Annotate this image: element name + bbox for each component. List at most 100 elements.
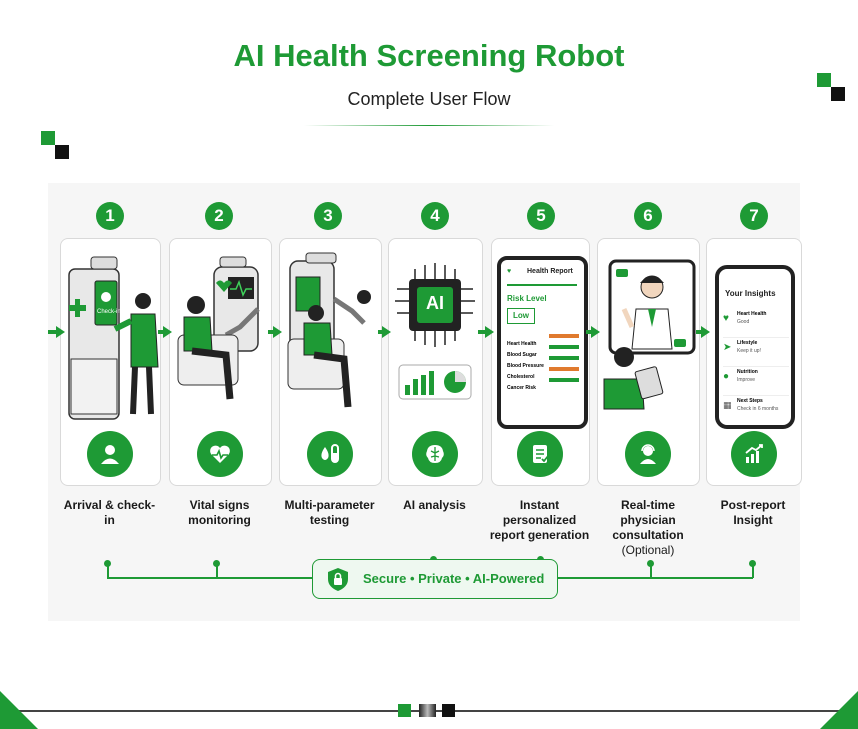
step-label-1: Arrival & check-in (63, 498, 156, 527)
timeline-tick (650, 564, 652, 578)
shield-lock-icon (328, 568, 348, 591)
report-row-bar (549, 345, 579, 349)
insight-value: Good (737, 319, 750, 325)
physician-headset-icon (625, 431, 671, 477)
timeline-line-right (556, 577, 753, 579)
user-icon (87, 431, 133, 477)
vital-signs-illustration (177, 256, 260, 400)
kiosk-screen-text: Check-in (97, 309, 121, 315)
insight-value: Keep it up! (737, 348, 761, 354)
flow-arrow (273, 326, 282, 338)
decor-corner-triangle (820, 691, 858, 729)
timeline-tick (216, 564, 218, 578)
kiosk-checkin-illustration (68, 256, 159, 420)
decor-square-black (831, 87, 845, 101)
report-row: Cholesterol (507, 365, 579, 380)
report-row: Cancer Risk (507, 376, 579, 391)
page-title: AI Health Screening Robot (233, 38, 625, 73)
report-document-icon (517, 431, 563, 477)
flow-arrow-stem (696, 330, 704, 334)
insight-name: Nutrition (737, 369, 758, 375)
step-card-5: ♥ Health Report Risk Level Low Heart Hea… (491, 238, 590, 486)
ai-chip-label: AI (426, 293, 444, 313)
multi-parameter-testing-illustration (287, 252, 371, 408)
report-row: Blood Sugar (507, 343, 579, 358)
flow-arrow (485, 326, 494, 338)
insights-title: Your Insights (725, 289, 776, 298)
flow-arrow-stem (48, 330, 56, 334)
flow-arrow (591, 326, 600, 338)
report-row: Blood Pressure (507, 354, 579, 369)
flow-arrow (701, 326, 710, 338)
timeline-line-left (107, 577, 312, 579)
report-row-label: Heart Health (507, 341, 537, 347)
report-heart-icon: ♥ (507, 268, 512, 275)
timeline-dot (647, 560, 654, 567)
report-row-bar (549, 378, 579, 382)
report-row-bar (549, 334, 579, 338)
step-number-5: 5 (527, 202, 555, 230)
insight-item: ▦ Next Steps Check in 6 months (723, 396, 789, 424)
report-row-label: Cholesterol (507, 374, 535, 380)
step-label-4: AI analysis (403, 498, 466, 512)
step-card-3 (279, 238, 382, 486)
step-label-6: Real-time physician consultation (Option… (593, 498, 703, 558)
flow-arrow (163, 326, 172, 338)
report-row-label: Blood Sugar (507, 352, 537, 358)
flow-arrow (382, 326, 391, 338)
step-label-3: Multi-parameter testing (284, 498, 375, 527)
physician-consultation-illustration (603, 259, 696, 410)
risk-level-label: Risk Level (507, 294, 547, 303)
heart-pulse-icon (197, 431, 243, 477)
decor-corner-triangle (0, 691, 38, 729)
report-row-label: Blood Pressure (507, 363, 544, 369)
decor-square-gray (419, 704, 436, 717)
decor-square-green (817, 73, 831, 87)
insight-name: Next Steps (737, 398, 763, 404)
page-subtitle: Complete User Flow (347, 89, 511, 109)
timeline-dot (104, 560, 111, 567)
apple-icon: ● (723, 371, 730, 382)
step-label-7: Post-report Insight (720, 498, 786, 527)
timeline-tick (107, 564, 109, 578)
growth-chart-icon (731, 431, 777, 477)
timeline-tick (752, 564, 754, 578)
security-badge-text: Secure • Private • AI-Powered (363, 571, 545, 586)
flow-arrow-stem (158, 330, 166, 334)
flow-arrow (56, 326, 65, 338)
step-card-7: Your Insights ♥ Heart Health Good ➤ Life… (706, 238, 802, 486)
step-number-3: 3 (314, 202, 342, 230)
report-divider (507, 284, 577, 286)
report-row-label: Cancer Risk (507, 385, 536, 391)
step-number-1: 1 (96, 202, 124, 230)
step-number-7: 7 (740, 202, 768, 230)
calendar-icon: ▦ (723, 400, 732, 410)
report-tablet: ♥ Health Report Risk Level Low Heart Hea… (497, 256, 588, 429)
step-label-6-note: (Optional) (621, 543, 675, 557)
step-label-2: Vital signs monitoring (188, 498, 251, 527)
decor-square-green (41, 131, 55, 145)
security-badge: Secure • Private • AI-Powered (312, 559, 558, 599)
insight-item: ➤ Lifestyle Keep it up! (723, 338, 789, 367)
heart-icon: ♥ (723, 313, 729, 324)
insights-list: ♥ Heart Health Good ➤ Lifestyle Keep it … (723, 309, 789, 424)
insight-item: ● Nutrition Improve (723, 367, 789, 396)
flow-arrow-stem (378, 330, 385, 334)
report-row-bar (549, 356, 579, 360)
insight-name: Lifestyle (737, 340, 758, 346)
insight-item: ♥ Heart Health Good (723, 309, 789, 338)
report-title: Health Report (527, 268, 573, 275)
ai-analysis-illustration (395, 263, 475, 400)
step-label-6-text: Real-time physician consultation (612, 498, 684, 542)
insight-value: Check in 6 months (737, 406, 779, 412)
timeline-dot (213, 560, 220, 567)
step-card-2 (169, 238, 272, 486)
step-label-5: Instant personalized report generation (489, 498, 590, 542)
flow-arrow-stem (586, 330, 594, 334)
timeline-dot (749, 560, 756, 567)
decor-square-black (442, 704, 455, 717)
report-row-bar (549, 367, 579, 371)
decor-square-black (55, 145, 69, 159)
title-divider (304, 125, 554, 126)
brain-icon (412, 431, 458, 477)
